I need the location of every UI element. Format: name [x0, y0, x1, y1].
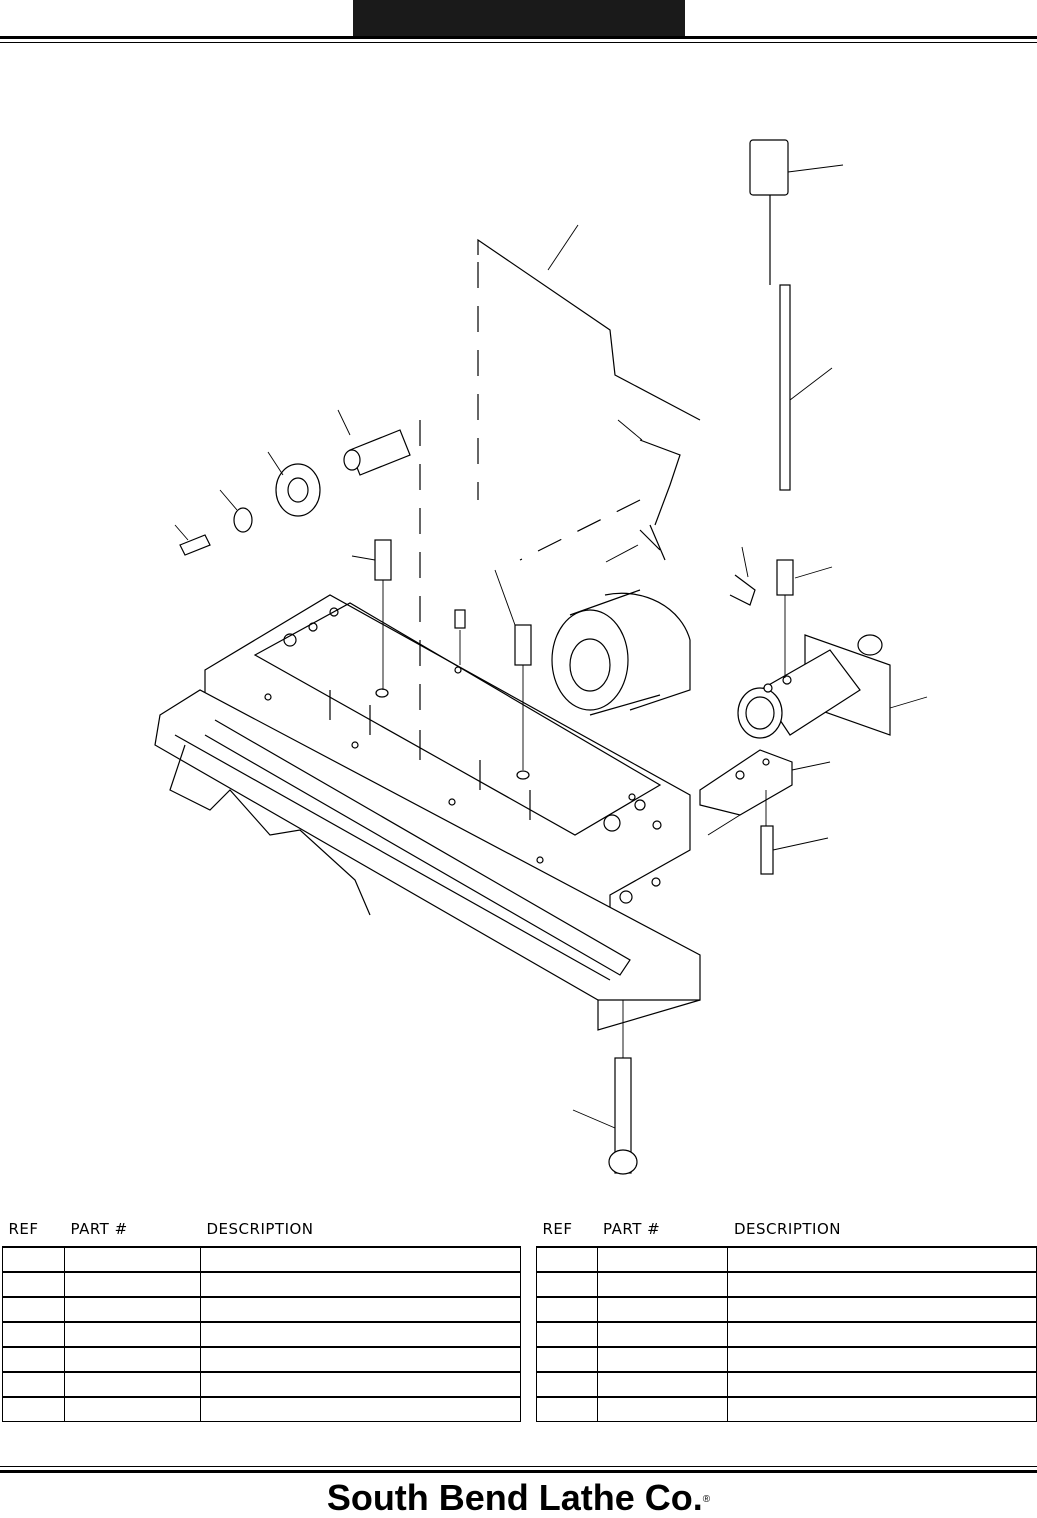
stud	[760, 825, 774, 875]
table-row	[2, 1296, 521, 1323]
table-row	[536, 1371, 1037, 1398]
set-screw	[454, 609, 466, 629]
cylinder-assembly	[737, 634, 891, 739]
fitting-right	[776, 559, 794, 596]
table-row	[536, 1396, 1037, 1422]
cap-screw-small	[179, 534, 211, 556]
table-row	[536, 1296, 1037, 1323]
parts-table-left: REF PART # DESCRIPTION	[2, 1218, 521, 1422]
clamp-block	[699, 749, 793, 816]
table-row	[2, 1371, 521, 1398]
flanged-housing	[551, 589, 691, 716]
table-row	[2, 1246, 521, 1273]
gear	[275, 463, 321, 517]
ref-header: REF	[542, 1220, 573, 1238]
brand-logo: South Bend Lathe Co.®	[0, 1478, 1037, 1518]
table-row	[2, 1271, 521, 1298]
oil-tube	[779, 284, 791, 491]
header-tab	[353, 0, 685, 36]
fitting-center	[514, 624, 532, 666]
table-row	[536, 1271, 1037, 1298]
header-rule-thin	[0, 42, 1037, 43]
fitting-left	[374, 539, 392, 581]
part-number-header: PART #	[70, 1220, 128, 1238]
description-header: DESCRIPTION	[206, 1220, 314, 1238]
footer-rule-thick	[0, 1470, 1037, 1473]
description-header: DESCRIPTION	[733, 1220, 841, 1238]
table-row	[2, 1396, 521, 1422]
table-row	[536, 1246, 1037, 1273]
table-row	[536, 1321, 1037, 1348]
elbow-fitting	[639, 524, 666, 561]
washer	[233, 507, 253, 533]
sleeve	[343, 429, 411, 476]
exploded-parts-diagram	[154, 139, 928, 1175]
ref-header: REF	[8, 1220, 39, 1238]
oil-line-short	[639, 439, 681, 526]
table-row	[2, 1346, 521, 1373]
header-rule-thick	[0, 36, 1037, 39]
part-number-header: PART #	[603, 1220, 661, 1238]
long-cap-screw	[608, 1057, 638, 1175]
registered-mark: ®	[702, 1494, 711, 1505]
table-row	[536, 1346, 1037, 1373]
oil-line-upper	[477, 238, 701, 421]
parts-table-right: REF PART # DESCRIPTION	[536, 1218, 1037, 1422]
brand-name: South Bend Lathe Co.	[326, 1477, 703, 1518]
elbow-fitting-right	[729, 574, 756, 606]
oil-cup	[749, 139, 789, 196]
carriage-body	[154, 594, 701, 1031]
table-row	[2, 1321, 521, 1348]
footer-rule-thin	[0, 1466, 1037, 1467]
